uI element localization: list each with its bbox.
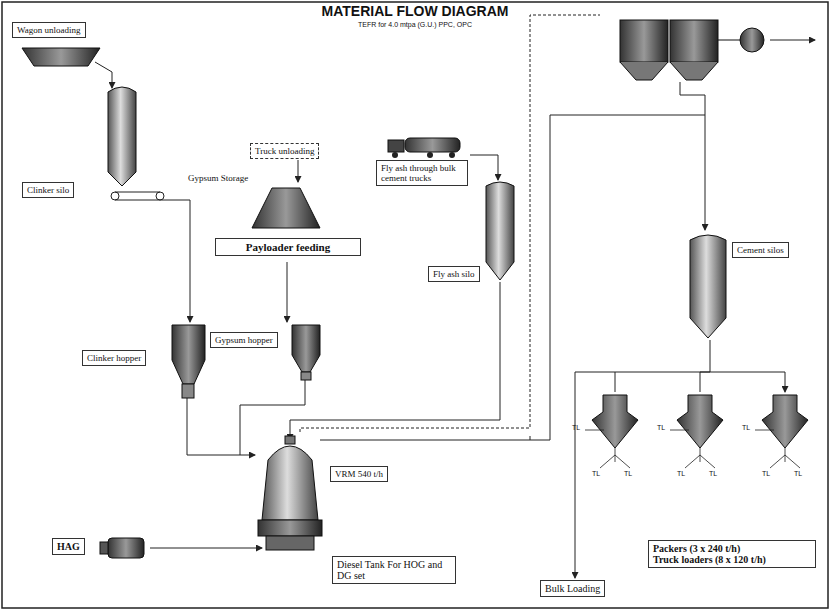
node-text: Diesel Tank For HOG and DG set bbox=[337, 559, 451, 581]
node-text: Packers (3 x 240 t/h) bbox=[653, 543, 811, 554]
truck-loader-tag: TL bbox=[592, 470, 600, 477]
process-box: Packers (3 x 240 t/h)Truck loaders (8 x … bbox=[648, 540, 816, 568]
node-text: Fly ash silo bbox=[433, 269, 475, 279]
node-text: Wagon unloading bbox=[17, 25, 81, 35]
cement-silo-shape bbox=[690, 235, 726, 338]
hot-air-generator bbox=[100, 538, 144, 558]
gypsum-hopper-shape bbox=[292, 325, 320, 372]
node-text: Bulk Loading bbox=[545, 583, 600, 594]
process-box: Diesel Tank For HOG and DG set bbox=[332, 556, 456, 584]
truck-loader-tag: TL bbox=[624, 470, 632, 477]
node-text: HAG bbox=[57, 541, 80, 552]
equipment-label: Clinker silo bbox=[22, 182, 74, 198]
equipment-label: Cement silos bbox=[732, 242, 789, 258]
node-text: Gypsum hopper bbox=[215, 335, 273, 345]
gypsum-pile bbox=[252, 188, 320, 228]
bulker-truck bbox=[388, 138, 460, 158]
truck-loader-tag: TL bbox=[794, 470, 802, 477]
process-box: Wagon unloading bbox=[12, 22, 86, 38]
fly-ash-silo-shape bbox=[486, 182, 514, 280]
truck-loader-tag: TL bbox=[677, 470, 685, 477]
truck-loader-tag: TL bbox=[572, 424, 580, 431]
truck-loader-lines bbox=[585, 430, 800, 468]
truck-loader-tag: TL bbox=[742, 424, 750, 431]
process-box: Bulk Loading bbox=[540, 580, 605, 597]
wagon-hopper bbox=[22, 48, 100, 66]
flow-lines bbox=[95, 15, 815, 578]
equipment-label: Clinker hopper bbox=[82, 350, 146, 366]
node-text: Payloader feeding bbox=[220, 241, 356, 253]
process-box: Fly ash through bulk cement trucks bbox=[376, 160, 468, 186]
equipment-label: Fly ash silo bbox=[428, 266, 480, 282]
bag-filter bbox=[620, 20, 764, 80]
node-text: Truck unloading bbox=[255, 146, 314, 156]
node-text: Gypsum Storage bbox=[188, 173, 248, 183]
vertical-roller-mill bbox=[258, 436, 322, 550]
clinker-silo bbox=[108, 87, 136, 186]
process-box: HAG bbox=[52, 538, 85, 555]
packer bbox=[592, 395, 808, 448]
node-text: Truck loaders (8 x 120 t/h) bbox=[653, 554, 811, 565]
clinker-hopper-shape bbox=[172, 325, 205, 384]
diagram-title: MATERIAL FLOW DIAGRAM bbox=[0, 3, 830, 19]
truck-loader-tag: TL bbox=[709, 470, 717, 477]
process-box: Payloader feeding bbox=[215, 238, 361, 256]
node-text: Clinker hopper bbox=[87, 353, 141, 363]
truck-loader-tag: TL bbox=[762, 470, 770, 477]
node-text: Fly ash through bulk cement trucks bbox=[381, 163, 463, 183]
equipment-label: VRM 540 t/h bbox=[330, 466, 388, 482]
node-text: VRM 540 t/h bbox=[335, 469, 383, 479]
node-text: Cement silos bbox=[737, 245, 784, 255]
process-box: Truck unloading bbox=[250, 143, 319, 159]
subtitle: TEFR for 4.0 mtpa (G.U.) PPC, OPC bbox=[0, 21, 830, 28]
equipment-label: Gypsum hopper bbox=[210, 332, 278, 348]
truck-loader-tag: TL bbox=[657, 424, 665, 431]
node-text: Clinker silo bbox=[27, 185, 69, 195]
equipment-label: Gypsum Storage bbox=[183, 170, 253, 186]
